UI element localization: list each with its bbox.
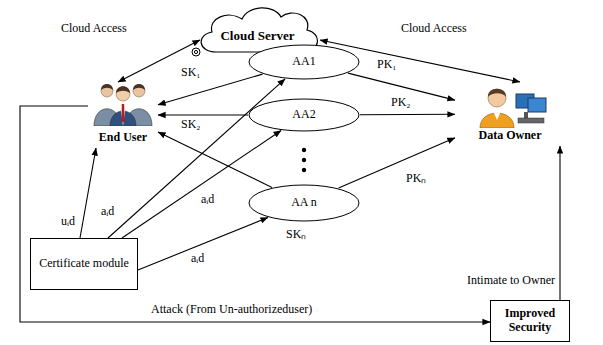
owner-picture	[472, 82, 548, 128]
authority-ellipse: AA2	[248, 98, 360, 132]
authority-ellipse: AA1	[248, 44, 360, 80]
connector	[360, 114, 455, 115]
process-box: Certificate module	[30, 238, 138, 290]
node-label: Data Owner	[479, 129, 542, 143]
edge-label: Attack (From Un-authorizeduser)	[150, 303, 313, 317]
edge-label: aᵢd	[200, 193, 215, 207]
edge-label: aᵢd	[100, 205, 115, 219]
edge-label: uᵢd	[60, 215, 76, 229]
connector	[80, 148, 96, 238]
edge-label: PK₂	[390, 96, 412, 110]
connector	[158, 74, 263, 105]
node-label: AA2	[292, 108, 315, 122]
node-label: AA n	[291, 196, 317, 210]
connector	[20, 106, 490, 322]
node-label: AA1	[292, 55, 315, 69]
node-label: Certificate module	[39, 257, 129, 271]
node-label: End User	[99, 131, 147, 145]
users-picture	[93, 82, 153, 126]
connector	[339, 138, 455, 188]
edge-label: Cloud Access	[60, 22, 128, 36]
connector	[158, 132, 272, 187]
connector	[108, 79, 285, 238]
edge-label: SK₂	[180, 118, 202, 132]
edge-label: PK₁	[376, 58, 398, 72]
authority-ellipse: AA n	[248, 184, 360, 222]
node-label: Improved Security	[495, 307, 565, 335]
connector	[559, 146, 560, 300]
connector	[158, 114, 248, 115]
edge-label: PKₙ	[405, 172, 427, 186]
edge-label: SK₁	[180, 66, 202, 80]
edge-label: Intimate to Owner	[466, 274, 556, 288]
edge-label: aᵢd	[190, 252, 205, 266]
data-owner-icon: Data Owner	[455, 82, 565, 146]
ellipsis-dots	[302, 148, 306, 172]
node-label: Cloud Server	[220, 29, 294, 44]
process-box: Improved Security	[490, 300, 570, 342]
end-user-icon: End User	[88, 82, 158, 148]
connector	[138, 218, 268, 271]
edge-label: Cloud Access	[400, 22, 468, 36]
edge-label: SKₙ	[285, 228, 307, 242]
